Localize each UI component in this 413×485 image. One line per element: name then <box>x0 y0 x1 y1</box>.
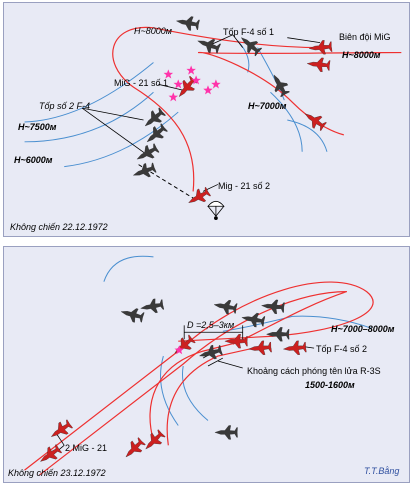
mig-jet <box>46 417 75 443</box>
label-mig21-no2: Mig - 21 số 2 <box>218 181 271 191</box>
red-track <box>112 26 323 192</box>
bottom-diagram-svg <box>24 255 374 476</box>
author-credit: T.T.Bằng <box>364 466 400 476</box>
blue-track <box>24 91 154 143</box>
label-f4-group-2: Tốp số 2 F-4 <box>39 101 91 111</box>
explosion-star <box>191 75 201 85</box>
red-track <box>39 291 347 476</box>
blue-track <box>103 255 154 282</box>
f4-jet <box>130 160 158 183</box>
blue-track <box>24 62 154 123</box>
explosion-star <box>203 85 213 95</box>
mig-jet <box>282 339 307 357</box>
red-track <box>197 51 402 136</box>
explosion-star <box>186 65 196 75</box>
label-launch-range: 1500-1600м <box>305 380 355 390</box>
mig-jet <box>120 435 148 463</box>
caption-22-12-1972: Không chiến 22.12.1972 <box>10 222 108 232</box>
label-f4-group-2: Tốp F-4 số 2 <box>316 344 368 354</box>
top-diagram-svg <box>24 13 402 221</box>
explosion-star <box>168 92 179 102</box>
label-launch-distance: Khoảng cách phóng tên lửa R-3S <box>247 366 381 376</box>
f4-jet <box>142 121 170 148</box>
mig-jet <box>306 56 331 73</box>
label-h8000-right: H~8000м <box>342 50 381 60</box>
mig-jet <box>247 339 273 357</box>
distance-bracket <box>183 325 244 367</box>
f4-jets <box>130 13 292 183</box>
label-f4-group-1: Tốp F-4 số 1 <box>223 27 275 37</box>
explosion-star <box>211 79 221 89</box>
blue-track <box>64 111 179 168</box>
diagram-22-12-1972: H~8000м Tốp F-4 số 1 Biên đội MiG H~8000… <box>3 2 410 237</box>
mig-jet <box>224 333 248 349</box>
caption-23-12-1972: Không chiến 23.12.1972 <box>8 468 106 478</box>
parachute-icon <box>207 200 225 221</box>
red-track <box>149 340 243 441</box>
f4-jet <box>118 304 146 325</box>
f4-jet <box>212 297 238 316</box>
label-h7000-8000: H~7000–8000м <box>331 324 395 334</box>
label-h7500: H~7500м <box>18 122 57 132</box>
label-mig21-pair: 2 MiG - 21 <box>65 443 108 453</box>
label-h8000-left: H~8000м <box>134 26 172 36</box>
label-mig21-no1: MiG - 21 số 1 <box>114 78 169 88</box>
blue-track <box>182 365 209 421</box>
f4-jet <box>265 326 290 342</box>
leader-lines <box>81 34 321 192</box>
blue-track <box>160 355 179 426</box>
explosion-star <box>173 79 184 89</box>
mig-jet <box>35 442 64 468</box>
label-h7000: H~7000м <box>248 101 287 111</box>
f4-jet <box>174 13 201 33</box>
label-mig-formation: Biên đội MiG <box>339 32 391 42</box>
red-track <box>24 281 374 471</box>
f4-jet <box>214 424 238 440</box>
label-distance: D =2,5–3км <box>187 320 235 330</box>
f4-jet <box>133 141 161 166</box>
mig-jet <box>300 107 329 134</box>
mig-jet <box>140 427 168 455</box>
label-h6000: H~6000м <box>14 155 53 165</box>
blue-tracks <box>24 40 328 168</box>
diagram-23-12-1972: D =2,5–3км H~7000–8000м Tốp F-4 số 2 Kho… <box>3 246 410 483</box>
leader-lines <box>52 345 315 456</box>
blue-track <box>237 40 250 73</box>
blue-track <box>287 119 328 152</box>
